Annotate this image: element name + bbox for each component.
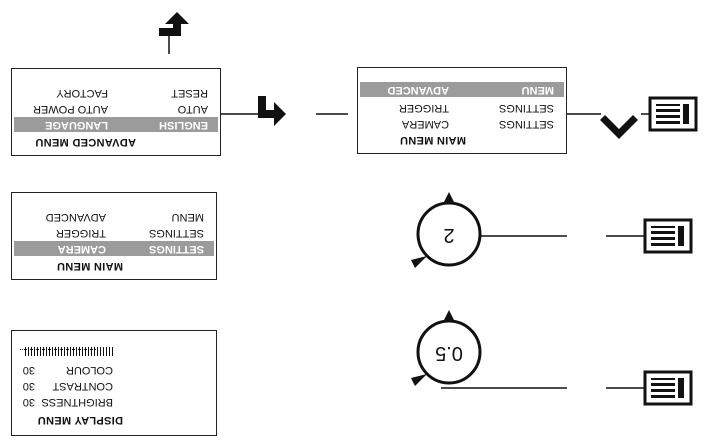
menu-row-left[interactable]: TRIGGER (398, 102, 449, 114)
knob-value: 2 (443, 224, 455, 246)
menu-row-right[interactable]: AUTO (177, 103, 208, 115)
menu-row-left[interactable]: LANGUAGE (45, 119, 108, 131)
panel-title: MAIN MENU (56, 260, 123, 272)
menu-row-value: 30 (22, 364, 35, 376)
menu-row-left[interactable]: ADVANCED (387, 84, 449, 96)
main-menu-panel: MAIN MENU CAMERA SETTINGS TRIGGER SETTIN… (11, 192, 217, 280)
menu-row-right[interactable]: MENU (171, 211, 204, 223)
menu-button-icon[interactable] (643, 370, 693, 406)
menu-row-value: 30 (22, 396, 35, 408)
menu-row-label: COLOUR (65, 364, 113, 376)
panel-title: ADVANCED MENU (35, 136, 136, 148)
menu-row-right[interactable]: RESET (171, 87, 208, 99)
display-menu-panel: DISPLAY MENU BRIGHTNESS 30 CONTRAST 30 C… (11, 330, 217, 436)
turn-right-arrow-icon (159, 12, 189, 54)
rotary-knob-icon[interactable] (411, 310, 482, 386)
menu-row-right[interactable]: SETTINGS (148, 227, 204, 239)
panel-title: MAIN MENU (399, 134, 466, 146)
panel-title: DISPLAY MENU (37, 414, 123, 426)
turn-right-arrow-icon (258, 96, 286, 126)
menu-row-value: 30 (22, 380, 35, 392)
menu-row-right[interactable]: SETTINGS (498, 102, 554, 114)
knob-value: 0.5 (435, 342, 463, 364)
menu-row-right[interactable]: SETTINGS (498, 118, 554, 130)
up-arrow-icon (600, 115, 638, 139)
menu-row-label: CONTRAST (52, 380, 114, 392)
menu-row-left[interactable]: TRIGGER (55, 227, 106, 239)
menu-row-label: BRIGHTNESS (41, 396, 113, 408)
menu-row-right[interactable]: MENU (521, 84, 554, 96)
menu-row-left[interactable]: FACTORY (56, 87, 108, 99)
main-menu-panel: MAIN MENU CAMERA SETTINGS TRIGGER SETTIN… (357, 67, 567, 154)
menu-button-icon[interactable] (643, 218, 693, 254)
advanced-menu-panel: ADVANCED MENU LANGUAGE ENGLISH AUTO POWE… (11, 68, 221, 156)
menu-row-right[interactable]: ENGLISH (159, 119, 208, 131)
rotary-knob-icon[interactable] (411, 192, 482, 268)
menu-row-left[interactable]: ADVANCED (45, 211, 106, 223)
menu-button-icon[interactable] (648, 96, 698, 132)
menu-row-left[interactable]: CAMERA (401, 118, 449, 130)
menu-row-right[interactable]: SETTINGS (148, 243, 204, 255)
menu-row-left[interactable]: CAMERA (57, 243, 106, 255)
level-bar-track (20, 348, 96, 350)
menu-row-left[interactable]: AUTO POWER (33, 103, 108, 115)
